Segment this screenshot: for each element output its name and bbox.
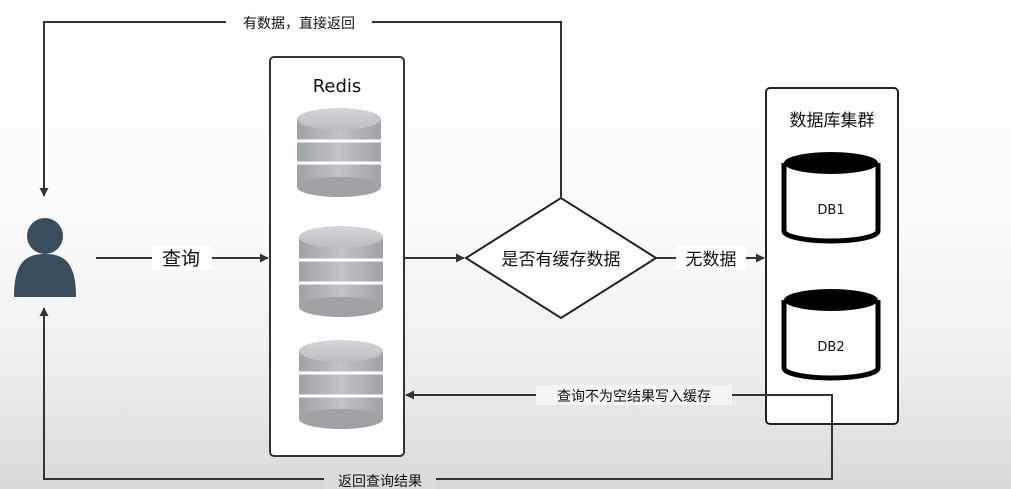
write-cache-label-bg [536, 385, 732, 405]
write-cache-label: 查询不为空结果写入缓存 [557, 389, 711, 405]
db1-label: DB1 [817, 203, 844, 218]
db1-cylinder [781, 152, 881, 244]
return-direct-label: 有数据，直接返回 [243, 15, 355, 32]
return-result-label: 返回查询结果 [338, 474, 422, 489]
user-icon [14, 218, 76, 297]
db-cluster-title: 数据库集群 [790, 111, 875, 131]
no-data-label-bg [676, 246, 746, 270]
query-label: 查询 [162, 248, 200, 270]
cache-stack-2 [299, 226, 383, 317]
return-result-arrow [39, 307, 833, 480]
db2-cylinder [781, 289, 881, 381]
cache-stack-3 [299, 340, 383, 429]
cache-stack-1 [297, 108, 381, 197]
query-label-bg [152, 246, 212, 270]
no-data-label: 无数据 [686, 250, 737, 270]
redis-title: Redis [313, 76, 362, 97]
return-direct-label-bg [226, 12, 372, 32]
db2-label: DB2 [817, 340, 844, 355]
decision-label: 是否有缓存数据 [502, 250, 621, 270]
return-result-label-bg [324, 470, 436, 489]
